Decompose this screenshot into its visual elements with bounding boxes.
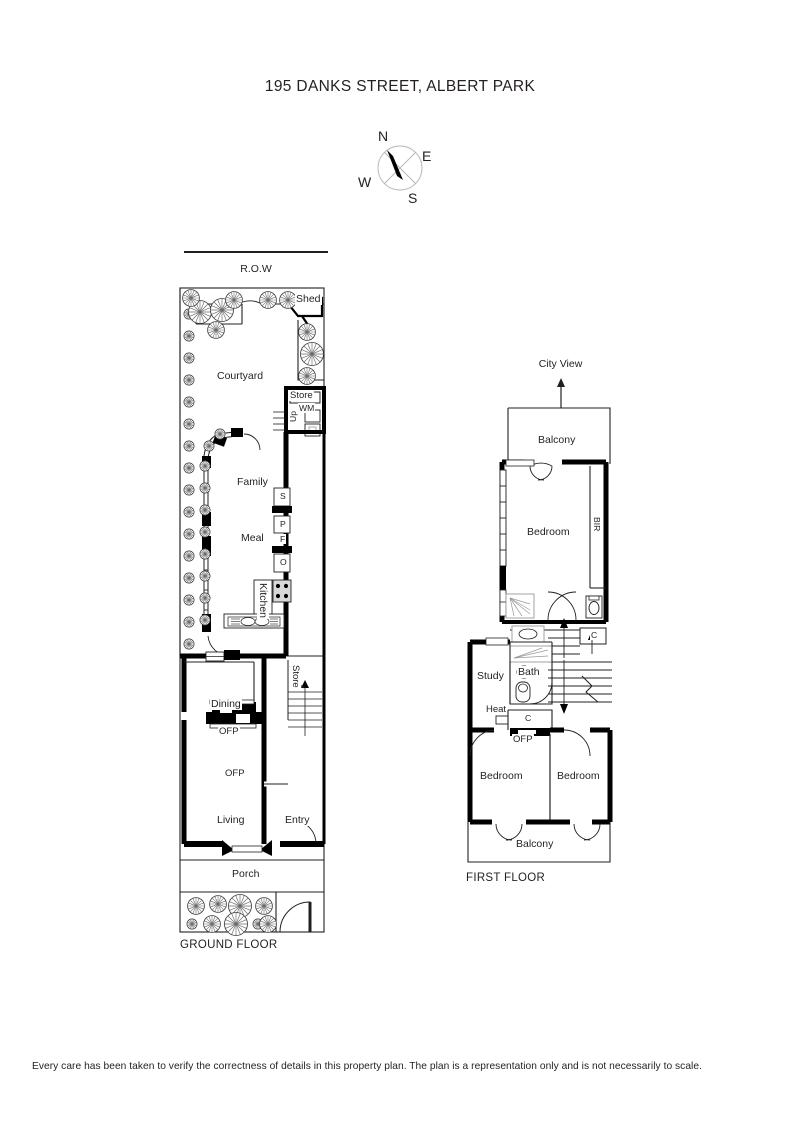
room-label-bedroom-main: Bedroom: [526, 526, 571, 538]
row-label: R.O.W: [240, 263, 272, 275]
room-label-bath: Bath: [517, 666, 541, 678]
room-label-kitchen: Kitchen: [257, 582, 269, 620]
label-pantry-p: P: [279, 519, 287, 529]
label-fridge-f: F: [279, 534, 287, 544]
city-view-arrow-icon: [548, 376, 574, 408]
label-built-in-robe: BIR: [592, 516, 602, 533]
room-label-store-lower: Store: [290, 664, 301, 689]
disclaimer-text: Every care has been taken to verify the …: [32, 1061, 702, 1072]
compass-label-south: S: [408, 190, 418, 206]
room-label-meal: Meal: [240, 532, 265, 544]
room-label-bedroom-three: Bedroom: [556, 770, 601, 782]
room-label-family: Family: [236, 476, 269, 488]
first-floor-caption: FIRST FLOOR: [466, 872, 546, 884]
room-label-porch: Porch: [231, 868, 261, 880]
room-label-washing-machine: WM: [298, 403, 316, 413]
room-label-balcony-lower: Balcony: [515, 838, 555, 850]
label-open-fireplace-first-floor: OFP: [512, 734, 534, 745]
room-label-courtyard: Courtyard: [216, 370, 265, 382]
label-heater: Heat: [485, 704, 508, 715]
first-floor-plan: Balcony Bedroom BIR C Study Bath Heat C …: [464, 404, 614, 866]
room-label-living: Living: [216, 814, 246, 826]
compass-rose: N E W S: [358, 128, 450, 212]
room-label-up-stairs: Up: [288, 410, 298, 423]
city-view-label: City View: [538, 358, 583, 370]
room-label-store-upper: Store: [289, 390, 314, 401]
label-cupboard-upper: C: [590, 630, 599, 640]
compass-label-north: N: [378, 128, 389, 144]
label-shelf-s: S: [279, 491, 287, 501]
label-open-fireplace-upper: OFP: [218, 726, 240, 737]
compass-label-east: E: [422, 148, 432, 164]
label-oven-o: O: [279, 557, 288, 567]
row-boundary-line: [184, 251, 328, 253]
compass-label-west: W: [358, 174, 372, 190]
label-open-fireplace-lower: OFP: [224, 768, 246, 779]
room-label-balcony-upper: Balcony: [537, 434, 577, 446]
page-title: 195 DANKS STREET, ALBERT PARK: [264, 78, 536, 95]
room-label-study: Study: [476, 670, 505, 682]
label-cupboard-lower: C: [524, 713, 533, 723]
room-label-bedroom-two: Bedroom: [479, 770, 524, 782]
ground-floor-plan: Courtyard Shed Store WM Up Family Meal K…: [176, 284, 328, 936]
room-label-entry: Entry: [284, 814, 311, 826]
room-label-shed: Shed: [295, 293, 322, 305]
room-label-dining: Dining: [210, 698, 242, 710]
ground-floor-caption: GROUND FLOOR: [180, 939, 278, 951]
